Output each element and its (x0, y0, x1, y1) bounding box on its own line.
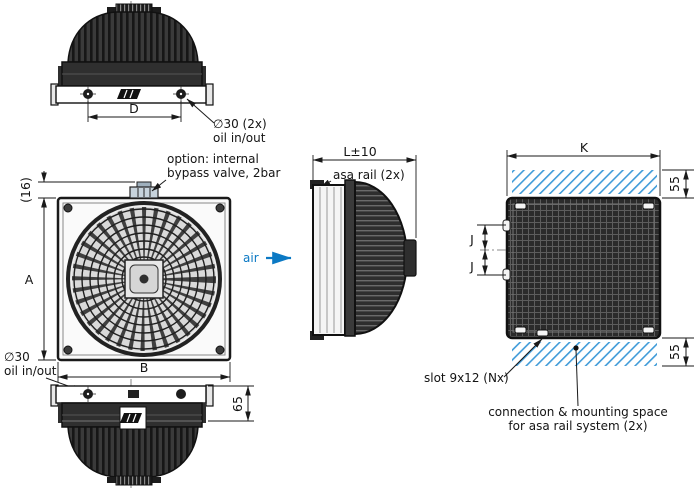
mounting-slot (514, 202, 527, 210)
body-step-left (58, 403, 62, 423)
end-bracket-right (205, 83, 214, 106)
note-slot: slot 9x12 (Nx) (424, 338, 543, 385)
corner-screw (63, 345, 73, 355)
slot-note-label: slot 9x12 (Nx) (424, 371, 509, 385)
fan-guard-spokes (72, 207, 216, 351)
air-label: air (243, 251, 259, 265)
fan-cap-block-right (152, 477, 161, 483)
rear-view: K 55 55 (424, 140, 694, 433)
dim-d-label: D (129, 101, 139, 116)
mounting-note-line2: for asa rail system (2x) (508, 419, 647, 433)
mounting-slot (514, 326, 527, 334)
fan-motor (403, 239, 417, 277)
bypass-valve (129, 181, 159, 199)
side-slot-upper (502, 219, 511, 232)
fan-cap-vent (115, 475, 153, 486)
dim-a: A (25, 197, 56, 361)
asa-rail-label: asa rail (2x) (333, 168, 405, 182)
dim-b: B (57, 360, 231, 382)
end-bracket-right (205, 384, 214, 407)
fan-hub (124, 259, 164, 299)
brand-logo-stripe (123, 89, 128, 99)
brand-logo-stripe (132, 413, 137, 423)
body-step-right (202, 403, 206, 423)
oil-port-center (86, 92, 90, 96)
dim-l-label: L±10 (343, 144, 376, 159)
dim-16-label: (16) (18, 177, 33, 203)
oil-port-center (86, 392, 90, 396)
dim-65: 65 (208, 385, 254, 422)
fan-cap-block-left (107, 7, 116, 13)
mounting-note-line1: connection & mounting space (488, 405, 668, 419)
dim-l: L±10 (312, 144, 417, 238)
air-flow: air (243, 251, 292, 265)
dim-j-lower-label: J (469, 259, 474, 274)
top-view: D ∅30 (2x) oil in/out (50, 1, 267, 145)
brand-logo (120, 413, 142, 423)
oil-front-line2: oil in/out (4, 364, 57, 378)
brand-logo (117, 89, 141, 99)
side-slot-lower (502, 268, 511, 281)
corner-screw (215, 345, 225, 355)
oil-front-line1: ∅30 (4, 350, 30, 364)
fan-guard-dome (354, 180, 408, 336)
drain-fitting (128, 390, 139, 398)
fan-cap-block-left (107, 477, 116, 483)
mounting-slot (642, 202, 655, 210)
dim-55-bottom-label: 55 (667, 344, 682, 360)
brand-logo-stripe (129, 89, 134, 99)
corner-screw (63, 203, 73, 213)
note-oil-front: ∅30 oil in/out (4, 350, 83, 392)
bottom-view: 65 (50, 379, 254, 488)
dim-55-top: 55 (662, 169, 694, 199)
dim-k-label: K (580, 140, 589, 155)
shroud-plate-side (344, 179, 356, 337)
oil-note-line2: oil in/out (213, 131, 266, 145)
dim-55-top-label: 55 (667, 176, 682, 192)
note-mounting-space: connection & mounting space for asa rail… (488, 345, 668, 433)
dim-65-label: 65 (230, 396, 245, 412)
oil-note-line1: ∅30 (2x) (213, 117, 267, 131)
dim-a-label: A (25, 272, 34, 287)
mounting-slot-bottom (536, 329, 549, 337)
note-oil-ports-top: ∅30 (2x) oil in/out (186, 98, 267, 145)
fan-scroll-top (67, 11, 199, 63)
dim-j: J J (469, 224, 506, 276)
dim-j-upper-label: J (469, 232, 474, 247)
corner-screw (215, 203, 225, 213)
oil-port-center (179, 92, 183, 96)
cooler-core-rear (505, 196, 662, 340)
mounting-space-hatch-bottom (512, 342, 657, 366)
mounting-space-hatch-top (512, 170, 657, 194)
dim-b-label: B (140, 360, 149, 375)
core-inner-frame (512, 203, 655, 333)
leader-dot (573, 345, 579, 351)
front-view: option: internal bypass valve, 2bar (16)… (4, 152, 281, 392)
brand-logo-stripe (126, 413, 131, 423)
fan-scroll-bottom (67, 426, 199, 478)
fan-cap-block-right (152, 7, 161, 13)
dim-k: K (506, 140, 661, 196)
side-view: L±10 asa rail (2x) air (243, 144, 417, 340)
body-step-left (58, 66, 62, 86)
bypass-note-line1: option: internal (167, 152, 259, 166)
bypass-note-line2: bypass valve, 2bar (167, 166, 281, 180)
mounting-slot (642, 326, 655, 334)
oil-port-right (176, 389, 186, 399)
cooler-core-side (312, 184, 346, 336)
dim-d: D (87, 101, 182, 122)
dim-55-bottom: 55 (662, 337, 694, 367)
note-bypass: option: internal bypass valve, 2bar (151, 152, 281, 192)
body-step-right (202, 66, 206, 86)
